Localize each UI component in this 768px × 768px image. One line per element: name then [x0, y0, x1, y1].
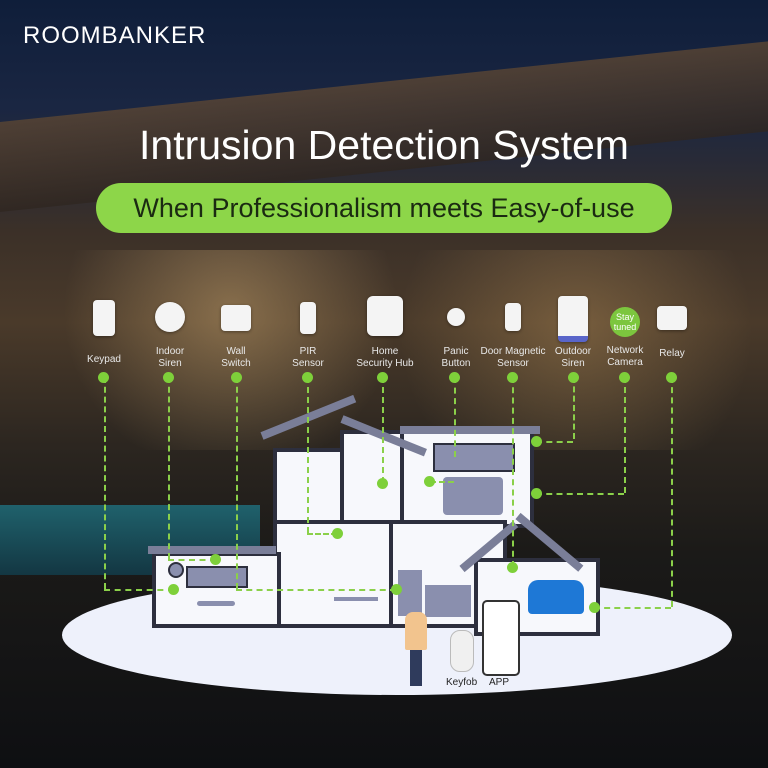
connector-dot [424, 476, 435, 487]
bedroom-window [433, 443, 515, 472]
pir-sensor-icon [300, 302, 316, 334]
person-illustration [405, 612, 427, 650]
fridge [398, 570, 422, 616]
subtitle-text: When Professionalism meets Easy-of-use [133, 192, 635, 223]
device-label: Relay [659, 348, 685, 359]
relay-icon [657, 306, 687, 330]
device-panic-button: Panic Button [436, 308, 476, 370]
outdoor-siren-icon [558, 296, 588, 342]
device-indoor-siren: Indoor Siren [150, 302, 190, 370]
device-label: Panic Button [441, 346, 471, 369]
connector-dot [449, 372, 460, 383]
connector-dot [391, 584, 402, 595]
connector-indoor-siren [168, 377, 170, 559]
connector-outdoor-siren [573, 377, 575, 439]
keyfob-label: Keyfob [446, 677, 478, 688]
device-label: Home Security Hub [356, 346, 414, 369]
stay-tuned-badge: Stay tuned [610, 307, 640, 337]
connector-wall-switch-h [236, 589, 396, 591]
connector-dot [589, 602, 600, 613]
wall-switch-icon [221, 305, 251, 331]
connector-dot [163, 372, 174, 383]
home-security-hub-icon [367, 296, 403, 336]
bed [443, 477, 503, 515]
app-label: APP [489, 677, 510, 688]
connector-network-camera-h [536, 493, 624, 495]
connector-pir-sensor-h [307, 533, 337, 535]
connector-relay-h [594, 607, 671, 609]
device-network-camera: Stay tuned Network Camera [600, 307, 650, 369]
connector-dot [377, 372, 388, 383]
connector-keypad-h [104, 589, 174, 591]
connector-pir-sensor [307, 377, 309, 533]
connector-dot [302, 372, 313, 383]
bench [334, 597, 378, 601]
connector-dot [231, 372, 242, 383]
connector-dot [98, 372, 109, 383]
device-relay: Relay [652, 306, 692, 360]
device-home-security-hub: Home Security Hub [350, 296, 420, 370]
person-legs [410, 650, 422, 686]
connector-dot [531, 436, 542, 447]
keypad-icon [93, 300, 115, 336]
connector-keypad [104, 377, 106, 589]
device-outdoor-siren: Outdoor Siren [551, 296, 595, 370]
connector-dot [210, 554, 221, 565]
background-lights [0, 250, 768, 450]
door-magnetic-sensor-icon [505, 303, 521, 331]
device-label: Network Camera [606, 345, 644, 368]
indoor-siren-icon [155, 302, 185, 332]
device-label: Keypad [87, 354, 121, 365]
connector-dot [168, 584, 179, 595]
keyfob-icon [450, 630, 474, 672]
connector-dot [507, 372, 518, 383]
device-pir-sensor: PIR Sensor [288, 302, 328, 370]
connector-network-camera [624, 377, 626, 493]
device-wall-switch: Wall Switch [216, 305, 256, 370]
connector-dot [377, 478, 388, 489]
connector-dot [568, 372, 579, 383]
app-phone-icon [482, 600, 520, 676]
brand-logo: ROOMBANKER [23, 22, 207, 49]
device-door-magnetic-sensor: Door Magnetic Sensor [478, 303, 548, 370]
connector-door-sensor [512, 377, 514, 567]
connector-dot [619, 372, 630, 383]
subtitle-banner: When Professionalism meets Easy-of-use [96, 183, 672, 233]
connector-dot [332, 528, 343, 539]
dining-window [186, 566, 248, 588]
connector-dot [531, 488, 542, 499]
connector-outdoor-siren-h [536, 441, 573, 443]
page-title: Intrusion Detection System [139, 122, 629, 168]
device-keypad: Keypad [86, 300, 122, 366]
wall-clock [168, 562, 184, 578]
kitchen-cabinet [425, 585, 471, 617]
connector-relay [671, 377, 673, 607]
connector-panic-button-h [430, 481, 454, 483]
bedroom-roof [400, 426, 540, 434]
car-icon [528, 580, 584, 614]
connector-dot [666, 372, 677, 383]
connector-wall-switch [236, 377, 238, 589]
device-label: Indoor Siren [155, 346, 185, 369]
dining-roof [148, 546, 276, 554]
connector-dot [507, 562, 518, 573]
connector-hub [382, 377, 384, 483]
connector-indoor-siren-h [168, 559, 216, 561]
panic-button-icon [447, 308, 465, 326]
dining-table [197, 601, 235, 606]
device-label: PIR Sensor [292, 346, 324, 369]
device-label: Door Magnetic Sensor [480, 346, 546, 369]
device-label: Outdoor Siren [554, 346, 592, 369]
connector-panic-button [454, 377, 456, 457]
device-label: Wall Switch [221, 346, 251, 369]
